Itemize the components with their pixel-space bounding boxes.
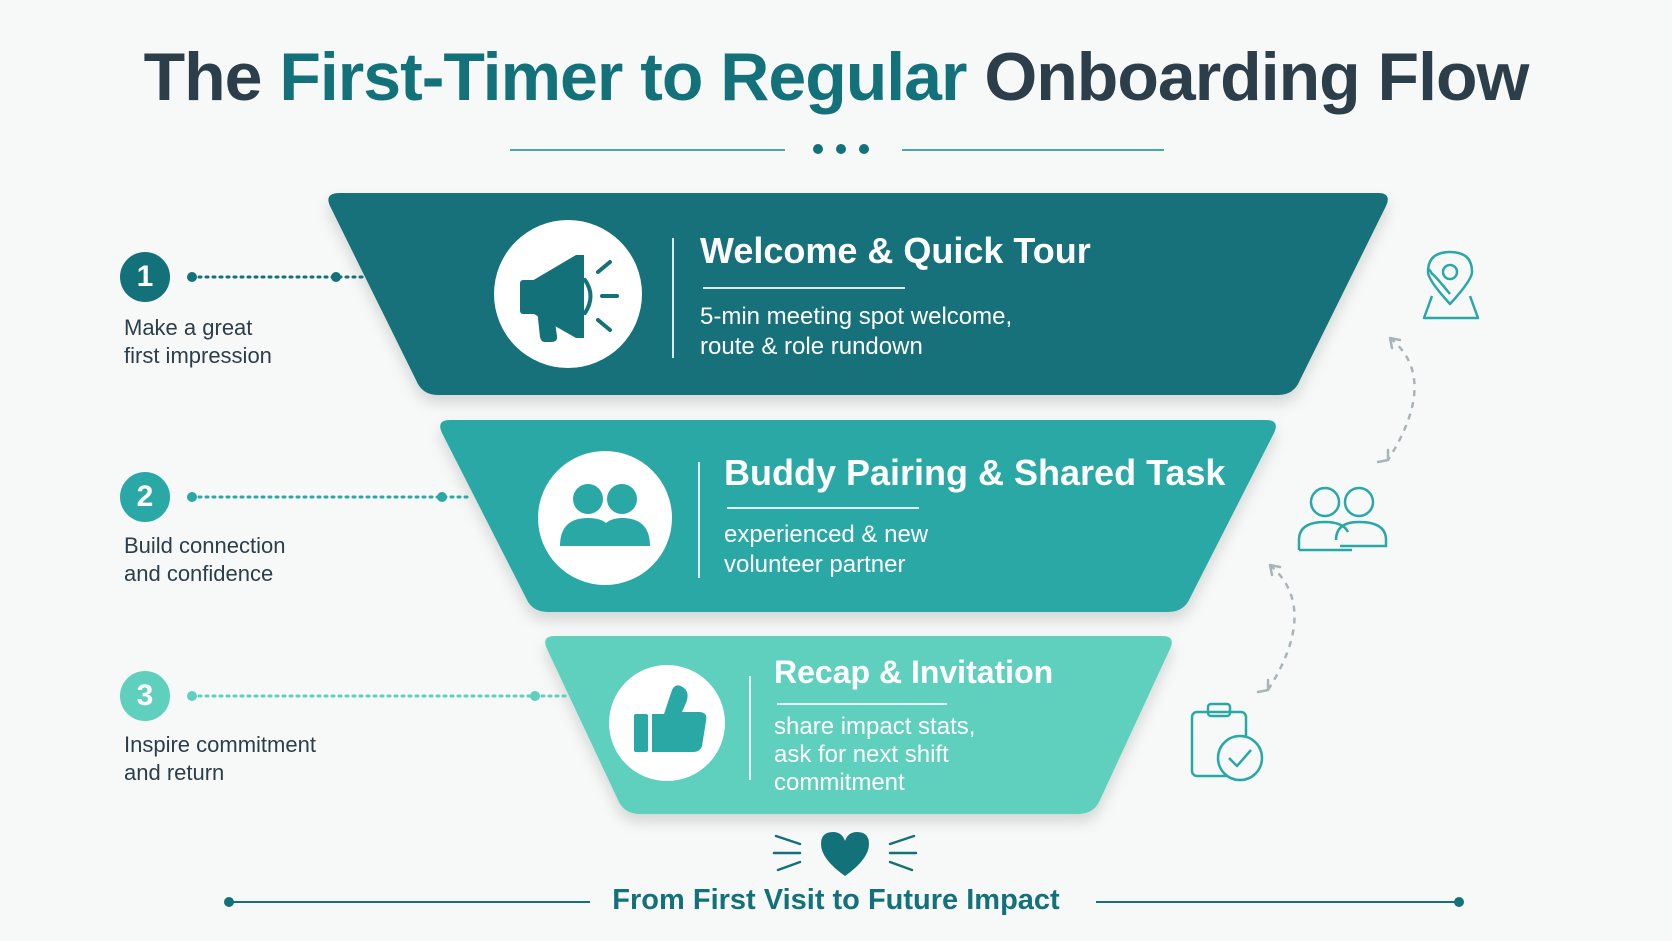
- title-divider-dot-2: [836, 144, 846, 154]
- step-3-caption-line-1: Inspire commitment: [124, 732, 316, 757]
- band-2-icon-circle: [538, 451, 672, 585]
- megaphone-icon: [520, 255, 619, 342]
- flow-arrowheads: [1256, 336, 1402, 694]
- band-1-title: Welcome & Quick Tour: [700, 230, 1091, 271]
- band-3-description: share impact stats, ask for next shift c…: [774, 713, 975, 797]
- step-2-number: 2: [120, 472, 170, 522]
- flow-arrows: [1266, 337, 1416, 691]
- thumbs-up-icon: [634, 685, 707, 752]
- band-3-desc-line-1: share impact stats,: [774, 713, 976, 740]
- connector-3-start-dot: [187, 691, 197, 701]
- band-1-desc-line-1: 5-min meeting spot welcome,: [700, 303, 1013, 330]
- heart-rays: [772, 834, 918, 872]
- step-1-number: 1: [120, 252, 170, 302]
- location-pin-icon: [1422, 250, 1480, 320]
- heart-icon: [821, 832, 869, 876]
- tagline-line-right-dot: [1454, 897, 1464, 907]
- funnel-band-1: [328, 193, 1388, 395]
- tagline: From First Visit to Future Impact: [612, 884, 1060, 916]
- band-2-desc-line-2: volunteer partner: [724, 551, 906, 578]
- band-1-description: 5-min meeting spot welcome, route & role…: [700, 302, 1012, 362]
- band-2-title: Buddy Pairing & Shared Task: [724, 452, 1226, 493]
- step-1-caption-line-2: first impression: [124, 343, 272, 368]
- step-2-caption-line-1: Build connection: [124, 533, 286, 558]
- step-3-caption-line-2: and return: [124, 760, 225, 785]
- band-1-desc-line-2: route & role rundown: [700, 333, 923, 360]
- users-outline-icon: [1297, 486, 1388, 552]
- title-divider-dot-3: [859, 144, 869, 154]
- band-3-title: Recap & Invitation: [774, 654, 1054, 690]
- connector-1-start-dot: [187, 272, 197, 282]
- title-part-1: The: [143, 39, 263, 115]
- step-2-caption: Build connection and confidence: [124, 532, 364, 588]
- clipboard-check-icon: [1190, 702, 1264, 782]
- connector-1-end-dot: [331, 272, 341, 282]
- step-1-caption: Make a great first impression: [124, 314, 364, 370]
- page-title: The First-Timer to Regular Onboarding Fl…: [0, 38, 1672, 116]
- band-3-desc-line-2: ask for next shift: [774, 741, 949, 768]
- title-part-2: First-Timer to Regular: [279, 39, 967, 115]
- step-1-caption-line-1: Make a great: [124, 315, 253, 340]
- step-3-number: 3: [120, 671, 170, 721]
- connector-2-start-dot: [187, 492, 197, 502]
- title-part-3: Onboarding Flow: [984, 39, 1529, 115]
- connector-2-end-dot: [437, 492, 447, 502]
- title-divider-left: [510, 149, 785, 151]
- step-2-caption-line-2: and confidence: [124, 561, 274, 586]
- title-divider-right: [902, 149, 1164, 151]
- people-icon: [560, 484, 650, 546]
- step-3-caption: Inspire commitment and return: [124, 731, 364, 787]
- band-2-desc-line-1: experienced & new: [724, 521, 929, 548]
- title-divider-dot-1: [813, 144, 823, 154]
- band-2-description: experienced & new volunteer partner: [724, 520, 928, 580]
- connector-3-end-dot: [530, 691, 540, 701]
- tagline-line-left-dot: [224, 897, 234, 907]
- band-3-desc-line-3: commitment: [774, 769, 905, 796]
